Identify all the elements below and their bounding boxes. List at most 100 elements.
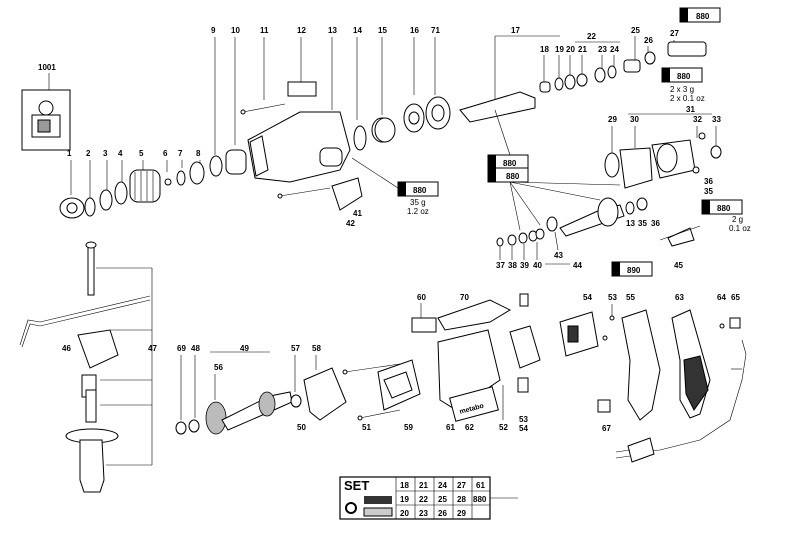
callout-8: 8 bbox=[196, 149, 201, 158]
callout-4: 4 bbox=[118, 149, 123, 158]
svg-text:20: 20 bbox=[400, 509, 409, 518]
callout-31: 32 bbox=[693, 115, 702, 124]
callout-15: 15 bbox=[378, 26, 387, 35]
callout-28: 29 bbox=[608, 115, 617, 124]
callout-51: 70 bbox=[460, 293, 469, 302]
callout-62: 54 bbox=[519, 424, 528, 433]
callout-36b: 38 bbox=[508, 261, 517, 270]
impact-parts bbox=[353, 91, 536, 151]
callout-10: 10 bbox=[231, 26, 240, 35]
callout-6: 6 bbox=[163, 149, 168, 158]
armature-row: 69 48 49 56 57 58 50 51 bbox=[175, 344, 401, 435]
svg-text:29: 29 bbox=[457, 509, 466, 518]
callout-53a: 53 bbox=[608, 293, 617, 302]
grease-tube-gear2: 880 bbox=[487, 167, 529, 183]
grease-tube-top: 880 bbox=[679, 7, 721, 23]
switch-handle: 54 53 55 63 64 65 67 bbox=[559, 293, 747, 463]
callout-13b: 35 bbox=[704, 187, 713, 196]
grease-tube-gear1: 880 bbox=[487, 154, 529, 170]
gear-housing: 41 42 bbox=[240, 81, 363, 228]
svg-text:22: 22 bbox=[419, 495, 428, 504]
chuck-parts bbox=[59, 149, 247, 219]
callout-44: 47 bbox=[148, 344, 157, 353]
callout-5: 5 bbox=[139, 149, 144, 158]
callout-58: 59 bbox=[404, 423, 413, 432]
callout-26: 26 bbox=[644, 36, 653, 45]
callout-3: 3 bbox=[103, 149, 108, 158]
set-box: SET 18 21 24 27 61 19 22 25 28 880 20 23… bbox=[339, 476, 518, 520]
gear-shaft-assembly: 31 29 30 32 33 36 35 13 35 36 45 bbox=[559, 105, 722, 270]
svg-text:880: 880 bbox=[677, 72, 691, 81]
callout-24: 24 bbox=[610, 45, 619, 54]
callout-1: 1 bbox=[67, 149, 72, 158]
callout-7: 7 bbox=[178, 149, 183, 158]
washers-row: 37 38 39 40 43 44 bbox=[496, 216, 582, 270]
svg-text:2 x 0.1 oz: 2 x 0.1 oz bbox=[670, 94, 705, 103]
callout-38: 43 bbox=[554, 251, 563, 260]
callout-63: 67 bbox=[602, 424, 611, 433]
callout-35c: 39 bbox=[520, 261, 529, 270]
callout-34: 42 bbox=[346, 219, 355, 228]
grease-tubes: 880 880 2 x 3 g 2 x 0.1 oz 880 35 g 1.2 … bbox=[351, 7, 751, 277]
set-row-1: 18 21 24 27 61 bbox=[400, 481, 485, 490]
callout-53b: 64 bbox=[717, 293, 726, 302]
callout-39: 44 bbox=[573, 261, 582, 270]
svg-text:2 g: 2 g bbox=[732, 215, 743, 224]
svg-text:23: 23 bbox=[419, 509, 428, 518]
svg-text:28: 28 bbox=[457, 495, 466, 504]
svg-text:880: 880 bbox=[506, 172, 520, 181]
callout-50: 60 bbox=[417, 293, 426, 302]
callout-33: 41 bbox=[353, 209, 362, 218]
inset-1001: 1001 bbox=[21, 63, 71, 151]
callout-30: 31 bbox=[686, 105, 695, 114]
callout-21: 21 bbox=[578, 45, 587, 54]
svg-text:27: 27 bbox=[457, 481, 466, 490]
callout-61: 53 bbox=[519, 415, 528, 424]
callout-57: 51 bbox=[362, 423, 371, 432]
svg-text:61: 61 bbox=[476, 481, 485, 490]
callout-37: 40 bbox=[533, 261, 542, 270]
callout-9: 9 bbox=[211, 26, 216, 35]
callout-49: 58 bbox=[312, 344, 321, 353]
svg-text:880: 880 bbox=[696, 12, 710, 21]
callout-11: 11 bbox=[260, 26, 269, 35]
callout-13: 13 bbox=[328, 26, 337, 35]
callout-52: 54 bbox=[583, 293, 592, 302]
set-row-3: 20 23 26 29 bbox=[400, 509, 466, 518]
svg-text:890: 890 bbox=[627, 266, 641, 275]
callout-47: 49 bbox=[240, 344, 249, 353]
callout-29: 30 bbox=[630, 115, 639, 124]
svg-text:880: 880 bbox=[473, 495, 487, 504]
svg-text:880: 880 bbox=[413, 186, 427, 195]
callout-40: 45 bbox=[674, 261, 683, 270]
callout-35b: 37 bbox=[496, 261, 505, 270]
svg-text:880: 880 bbox=[717, 204, 731, 213]
callout-35a: 13 bbox=[626, 219, 635, 228]
svg-text:880: 880 bbox=[503, 159, 517, 168]
svg-text:26: 26 bbox=[438, 509, 447, 518]
callout-45: 69 bbox=[177, 344, 186, 353]
callout-54a: 55 bbox=[626, 293, 635, 302]
callout-70: 52 bbox=[499, 423, 508, 432]
callout-19: 19 bbox=[555, 45, 564, 54]
grease-tube-mid: 880 35 g 1.2 oz bbox=[397, 181, 439, 216]
callout-56: 50 bbox=[297, 423, 306, 432]
side-handle: 46 47 bbox=[19, 241, 157, 493]
callout-69: 56 bbox=[214, 363, 223, 372]
callout-46: 48 bbox=[191, 344, 200, 353]
callout-16: 16 bbox=[410, 26, 419, 35]
callout-43: 46 bbox=[62, 344, 71, 353]
callout-71: 71 bbox=[431, 26, 440, 35]
callout-25: 25 bbox=[631, 26, 640, 35]
svg-text:1.2 oz: 1.2 oz bbox=[407, 207, 429, 216]
callout-42: 36 bbox=[704, 177, 713, 186]
grease-tube-27: 880 2 x 3 g 2 x 0.1 oz bbox=[661, 67, 705, 103]
callout-54b: 63 bbox=[675, 293, 684, 302]
callout-48: 57 bbox=[291, 344, 300, 353]
callout-23: 23 bbox=[598, 45, 607, 54]
svg-text:0.1 oz: 0.1 oz bbox=[729, 224, 751, 233]
callout-36a: 35 bbox=[638, 219, 647, 228]
callout-55: 65 bbox=[731, 293, 740, 302]
set-row-2: 19 22 25 28 880 bbox=[400, 495, 487, 504]
